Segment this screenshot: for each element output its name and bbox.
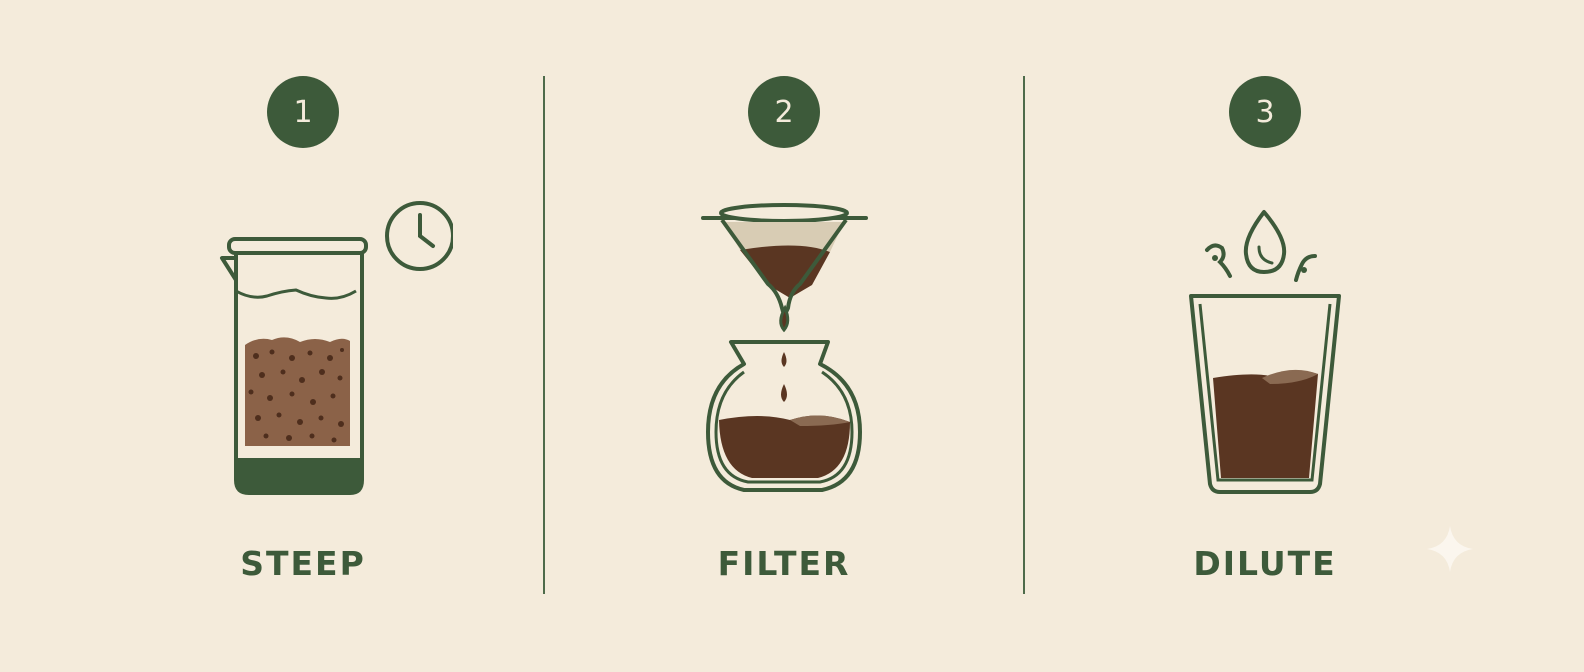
step-steep: 1 STEEP xyxy=(153,0,453,672)
step-number-badge: 2 xyxy=(748,76,820,148)
step-number: 3 xyxy=(1255,94,1275,130)
step-number-badge: 1 xyxy=(267,76,339,148)
step-dilute: 3 DILUTE xyxy=(1115,0,1415,672)
divider-right xyxy=(1023,76,1025,594)
sparkle-icon xyxy=(1427,526,1473,572)
divider-left xyxy=(543,76,545,594)
step-number: 2 xyxy=(774,94,794,130)
step-label: FILTER xyxy=(717,544,851,583)
step-number: 1 xyxy=(293,94,313,130)
filter-cone-over-carafe-icon xyxy=(701,203,868,492)
step-filter: 2 FILTER xyxy=(634,0,934,672)
step-label: DILUTE xyxy=(1193,544,1337,583)
glass-with-water-drops-icon xyxy=(1189,210,1341,494)
step-label: STEEP xyxy=(240,544,366,583)
step-number-badge: 3 xyxy=(1229,76,1301,148)
jar-with-grounds-and-clock-icon xyxy=(220,201,453,495)
